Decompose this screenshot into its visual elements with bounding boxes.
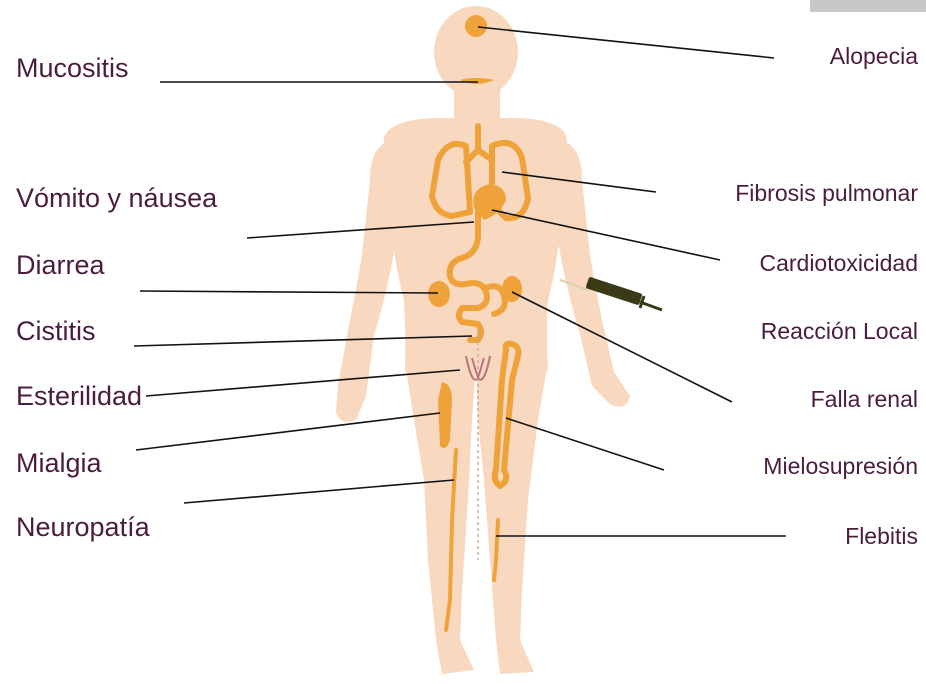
leader-neuropatia <box>184 480 454 503</box>
leader-diarrea <box>140 291 438 293</box>
neck <box>454 82 500 122</box>
syringe-plunger <box>640 302 662 310</box>
label-mielosupresion: Mielosupresión <box>763 455 918 478</box>
scalp-spot <box>465 15 487 37</box>
label-esterilidad: Esterilidad <box>16 383 142 410</box>
label-vomito: Vómito y náusea <box>16 185 217 212</box>
label-alopecia: Alopecia <box>830 45 918 68</box>
label-flebitis: Flebitis <box>845 525 918 548</box>
label-reaccion: Reacción Local <box>761 320 918 343</box>
corner-tab <box>810 0 926 12</box>
label-mucositis: Mucositis <box>16 55 129 82</box>
thigh-muscle <box>438 382 452 448</box>
label-falla: Falla renal <box>811 388 918 411</box>
leader-mialgia <box>136 413 440 450</box>
body-silhouette <box>336 6 630 674</box>
label-fibrosis: Fibrosis pulmonar <box>735 182 918 205</box>
label-cardiotoxicidad: Cardiotoxicidad <box>759 252 918 275</box>
label-diarrea: Diarrea <box>16 252 105 279</box>
label-cistitis: Cistitis <box>16 318 96 345</box>
label-neuropatia: Neuropatía <box>16 514 150 541</box>
leader-alopecia <box>478 27 774 58</box>
label-mialgia: Mialgia <box>16 450 102 477</box>
left-kidney <box>428 281 450 307</box>
